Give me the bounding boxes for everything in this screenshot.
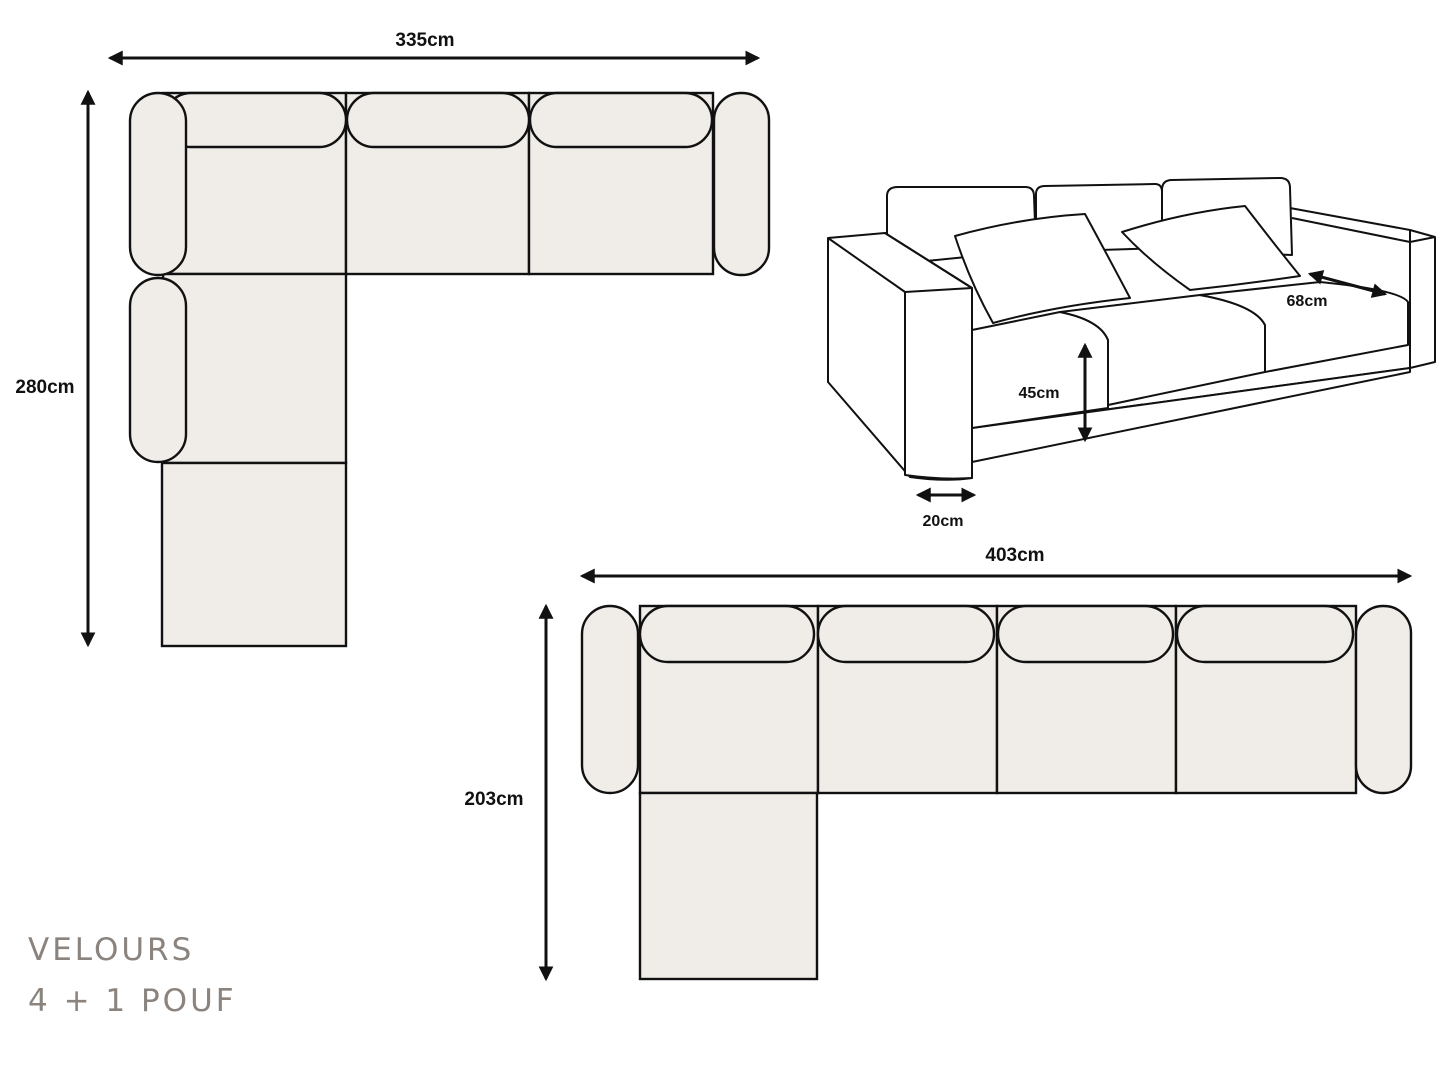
large-right-arm	[1354, 604, 1413, 795]
corner-sofa-plan	[128, 91, 771, 648]
large-sofa-plan	[580, 604, 1413, 981]
large-width-label: 403cm	[985, 545, 1044, 566]
corner-width-label: 335cm	[395, 30, 454, 51]
sofa-perspective-view	[827, 177, 1436, 481]
large-depth-label: 203cm	[464, 789, 523, 810]
corner-back-cushion-2	[345, 91, 531, 149]
corner-pouf	[160, 461, 348, 648]
throw-pillow-right	[1121, 205, 1301, 291]
corner-back-cushion-1	[162, 91, 348, 149]
corner-left-arm-bottom	[128, 276, 188, 464]
arm-width-label: 20cm	[923, 513, 964, 530]
configuration-caption: 4 + 1 POUF	[28, 983, 237, 1019]
corner-seat-module-4	[161, 272, 348, 465]
large-pouf	[638, 791, 819, 981]
large-back-cushion-1	[638, 604, 816, 664]
large-left-arm	[580, 604, 640, 795]
seat-height-label: 45cm	[1019, 385, 1060, 402]
large-back-cushion-3	[996, 604, 1175, 664]
corner-left-arm-top	[128, 91, 188, 277]
seat-depth-arrow	[1307, 270, 1388, 298]
large-back-cushion-4	[1175, 604, 1355, 664]
seat-depth-label: 68cm	[1287, 293, 1328, 310]
corner-back-cushion-3	[528, 91, 714, 149]
corner-depth-label: 280cm	[15, 377, 74, 398]
throw-pillow-left	[954, 213, 1131, 324]
corner-right-arm	[712, 91, 771, 277]
seat-cushion-1	[971, 311, 1109, 429]
large-back-cushion-2	[816, 604, 996, 664]
material-caption: VELOURS	[28, 932, 195, 968]
